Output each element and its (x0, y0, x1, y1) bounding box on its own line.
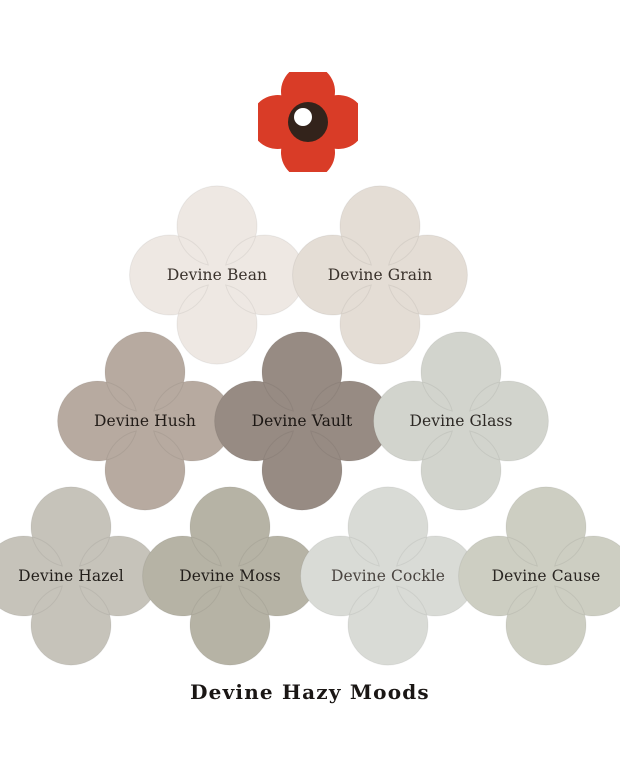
swatch-label: Devine Cause (491, 567, 601, 585)
swatch-label: Devine Hush (94, 412, 196, 430)
swatch-devine-hush: Devine Hush (57, 331, 233, 511)
swatch-devine-cause: Devine Cause (458, 486, 620, 666)
swatch-devine-hazel: Devine Hazel (0, 486, 159, 666)
swatch-label: Devine Bean (166, 266, 268, 284)
poppy-flower-icon (250, 64, 366, 180)
swatch-devine-glass: Devine Glass (373, 331, 549, 511)
swatch-devine-moss: Devine Moss (142, 486, 318, 666)
swatch-label: Devine Cockle (330, 567, 446, 585)
swatch-devine-cockle: Devine Cockle (300, 486, 476, 666)
swatch-devine-bean: Devine Bean (129, 185, 305, 365)
swatch-label: Devine Vault (251, 412, 353, 430)
swatch-label: Devine Glass (409, 412, 513, 430)
swatch-devine-grain: Devine Grain (292, 185, 468, 365)
swatch-label: Devine Hazel (18, 567, 124, 585)
swatch-devine-vault: Devine Vault (214, 331, 390, 511)
swatch-label: Devine Grain (327, 266, 433, 284)
swatch-label: Devine Moss (179, 567, 281, 585)
palette-title: Devine Hazy Moods (190, 680, 430, 704)
